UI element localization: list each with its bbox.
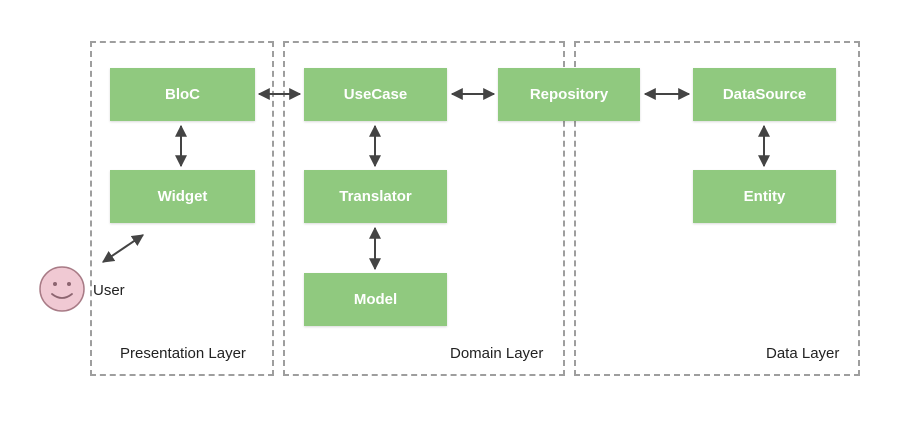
usecase-box: UseCase bbox=[304, 68, 447, 121]
datasource-box: DataSource bbox=[693, 68, 836, 121]
entity-box: Entity bbox=[693, 170, 836, 223]
data-layer bbox=[574, 41, 860, 376]
arrow-user-widget bbox=[102, 234, 144, 263]
domain-layer bbox=[283, 41, 565, 376]
domain-layer-label: Domain Layer bbox=[450, 345, 544, 362]
presentation-layer bbox=[90, 41, 274, 376]
user-face-icon bbox=[39, 266, 85, 312]
model-box: Model bbox=[304, 273, 447, 326]
user-label: User bbox=[93, 282, 125, 299]
repository-box: Repository bbox=[498, 68, 640, 121]
widget-box: Widget bbox=[110, 170, 255, 223]
data-layer-label: Data Layer bbox=[766, 345, 840, 362]
bloc-box: BloC bbox=[110, 68, 255, 121]
presentation-layer-label: Presentation Layer bbox=[120, 345, 246, 362]
translator-box: Translator bbox=[304, 170, 447, 223]
